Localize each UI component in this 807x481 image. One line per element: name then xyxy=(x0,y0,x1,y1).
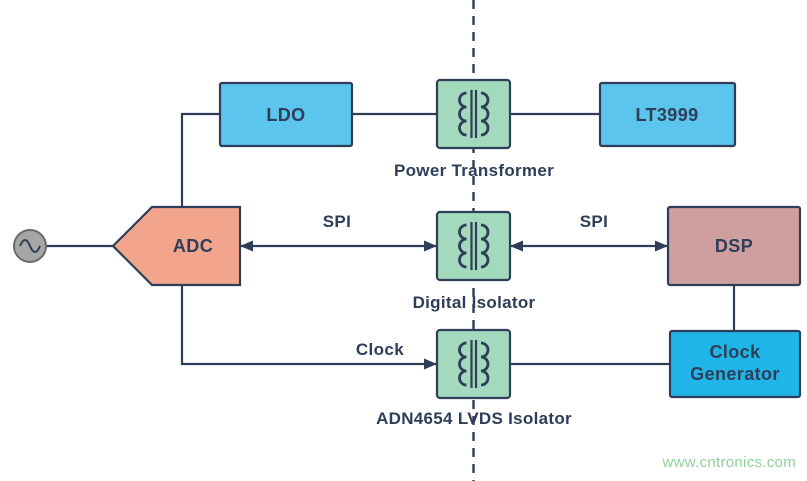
digital-isolator-caption: Digital Isolator xyxy=(413,293,536,312)
lt3999-block xyxy=(598,81,737,148)
power-transformer-caption: Power Transformer xyxy=(394,161,554,180)
spi-label-right: SPI xyxy=(580,212,609,231)
dsp-block xyxy=(666,205,802,287)
adc-label: ADC xyxy=(173,236,213,256)
watermark-text: www.cntronics.com xyxy=(662,454,796,471)
clock-generator-block xyxy=(668,329,802,399)
power-transformer-block xyxy=(435,78,512,150)
lt3999-label: LT3999 xyxy=(635,105,698,125)
digital-isolator-block xyxy=(435,210,512,282)
ldo-label: LDO xyxy=(266,105,305,125)
adc-block xyxy=(111,205,242,287)
sine-wave-icon xyxy=(19,239,41,253)
lvds-isolator-caption: ADN4654 LVDS Isolator xyxy=(376,409,572,428)
clock-label: Clock xyxy=(356,340,404,359)
clock-wire-adc-to-lvds-isolator xyxy=(180,285,437,370)
clock-generator-label-line1: Clock xyxy=(709,342,761,362)
lvds-isolator-block xyxy=(435,328,512,400)
clock-generator-label-line2: Generator xyxy=(690,364,780,384)
dsp-label: DSP xyxy=(715,236,753,256)
wire-ldo-to-adc xyxy=(180,112,220,207)
ldo-block xyxy=(218,81,354,148)
spi-label-left: SPI xyxy=(323,212,352,231)
